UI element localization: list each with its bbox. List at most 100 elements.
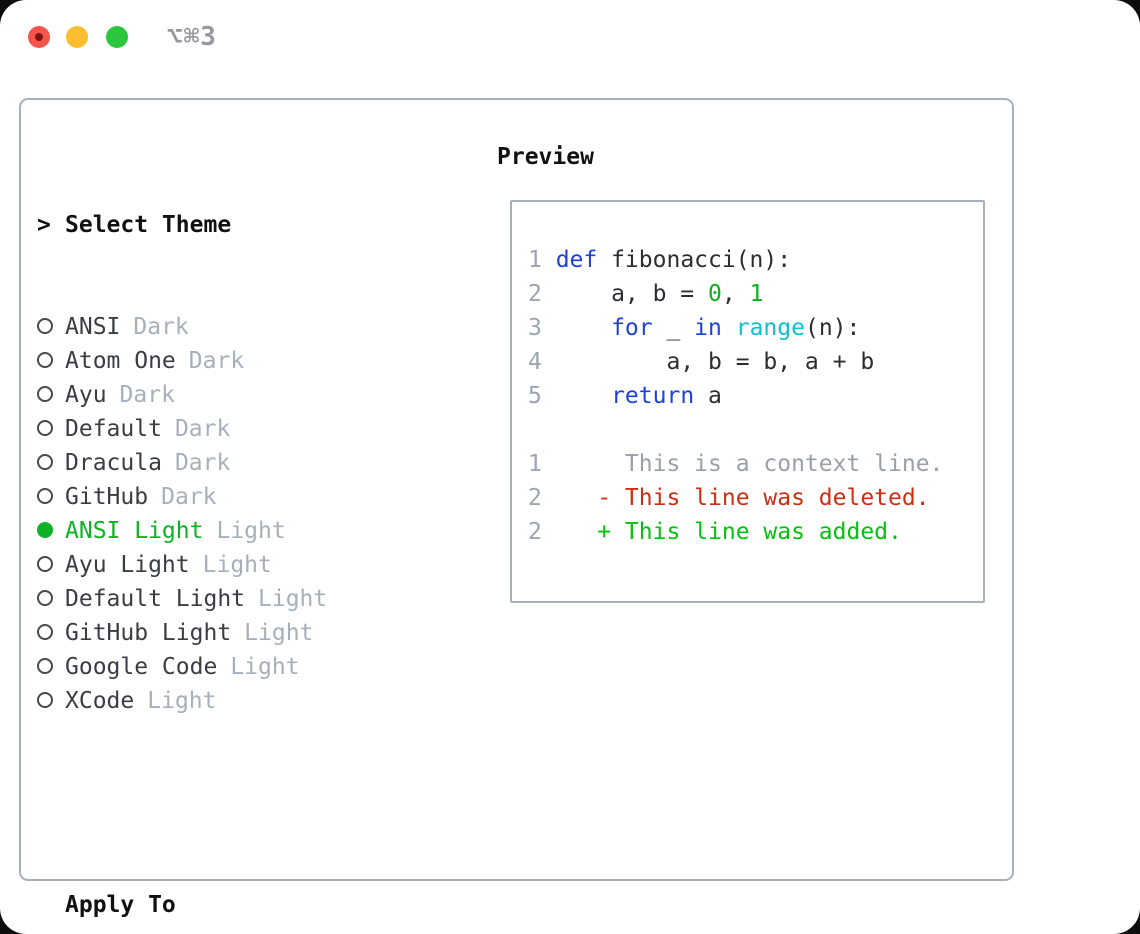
theme-option-ansi[interactable]: ANSI Dark xyxy=(37,310,425,344)
theme-variant-tag: Dark xyxy=(188,348,245,374)
zoom-button[interactable] xyxy=(106,26,128,48)
theme-option-google-code[interactable]: Google Code Light xyxy=(37,650,425,684)
theme-name: Ayu Light xyxy=(65,552,190,578)
code-token: def xyxy=(555,247,598,273)
code-line: 1 def fibonacci(n): xyxy=(528,243,983,277)
line-number: 3 xyxy=(528,315,542,341)
radio-unselected-icon xyxy=(37,310,65,344)
close-button[interactable] xyxy=(28,26,50,48)
radio-unselected-icon xyxy=(37,412,65,446)
line-number: 2 xyxy=(528,519,542,545)
theme-name: ANSI Light xyxy=(65,518,204,544)
code-token: range xyxy=(735,315,805,341)
code-line: 5 return a xyxy=(528,379,983,413)
radio-unselected-icon xyxy=(37,650,65,684)
code-token xyxy=(556,383,611,409)
code-token: (n): xyxy=(804,315,861,341)
code-token: - This line was deleted. xyxy=(597,485,930,511)
theme-variant-tag: Dark xyxy=(119,382,175,408)
code-line: 3 for _ in range(n): xyxy=(528,311,983,345)
preview-title: Preview xyxy=(497,144,594,170)
code-token: in xyxy=(694,315,722,341)
apply-to-title: Apply To xyxy=(65,892,176,918)
theme-name: ANSI xyxy=(65,314,121,340)
theme-variant-tag: Light xyxy=(244,620,314,646)
window-shortcut-label: ⌥⌘3 xyxy=(167,22,217,52)
theme-name: Google Code xyxy=(65,654,218,680)
theme-name: GitHub Light xyxy=(65,620,232,646)
close-dot-icon xyxy=(35,33,43,41)
line-number: 2 xyxy=(528,485,542,511)
select-theme-title: Select Theme xyxy=(65,212,232,238)
theme-variant-tag: Dark xyxy=(174,450,231,476)
spacer xyxy=(37,786,425,820)
code-line: 2 - This line was deleted. xyxy=(528,481,983,515)
theme-variant-tag: Light xyxy=(202,552,272,578)
theme-option-default-light[interactable]: Default Light Light xyxy=(37,582,425,616)
theme-variant-tag: Light xyxy=(216,518,286,544)
code-token xyxy=(556,519,598,545)
theme-option-ansi-light[interactable]: ANSI Light Light xyxy=(37,514,425,548)
code-line xyxy=(528,413,983,447)
code-token: + This line was added. xyxy=(597,519,902,545)
theme-name: Ayu xyxy=(65,382,107,408)
line-number: 4 xyxy=(528,349,542,375)
code-token xyxy=(722,315,736,341)
theme-option-ayu[interactable]: Ayu Dark xyxy=(37,378,425,412)
line-number: 2 xyxy=(528,281,542,307)
radio-unselected-icon xyxy=(37,684,65,718)
theme-option-atom-one[interactable]: Atom One Dark xyxy=(37,344,425,378)
theme-option-dracula[interactable]: Dracula Dark xyxy=(37,446,425,480)
theme-variant-tag: Light xyxy=(230,654,300,680)
code-token: a xyxy=(694,383,722,409)
code-line: 1 This is a context line. xyxy=(528,447,983,481)
theme-variant-tag: Light xyxy=(147,688,217,714)
select-theme-header: > Select Theme xyxy=(37,208,425,242)
radio-unselected-icon xyxy=(37,344,65,378)
code-token: a, b = b, a + b xyxy=(555,349,875,375)
theme-option-github[interactable]: GitHub Dark xyxy=(37,480,425,514)
theme-variant-tag: Dark xyxy=(161,484,217,510)
code-token: for xyxy=(611,315,653,341)
code-token: return xyxy=(611,383,695,409)
theme-variant-tag: Light xyxy=(258,586,328,612)
theme-option-github-light[interactable]: GitHub Light Light xyxy=(37,616,425,650)
line-number: 5 xyxy=(528,383,542,409)
theme-option-ayu-light[interactable]: Ayu Light Light xyxy=(37,548,425,582)
radio-unselected-icon xyxy=(37,582,65,616)
theme-name: XCode xyxy=(65,688,135,714)
title-bar: ⌥⌘3 xyxy=(0,0,1140,74)
radio-unselected-icon xyxy=(37,480,65,514)
code-token: 0 xyxy=(708,281,722,307)
code-token xyxy=(556,315,611,341)
line-number: 1 xyxy=(528,247,542,273)
line-number: 1 xyxy=(528,451,542,477)
theme-name: Dracula xyxy=(65,450,162,476)
theme-option-xcode[interactable]: XCode Light xyxy=(37,684,425,718)
minimize-button[interactable] xyxy=(66,26,88,48)
code-token xyxy=(556,485,598,511)
radio-unselected-icon xyxy=(37,616,65,650)
theme-name: Atom One xyxy=(65,348,176,374)
radio-unselected-icon xyxy=(37,446,65,480)
code-line: 2 + This line was added. xyxy=(528,515,983,549)
code-token: 1 xyxy=(749,281,764,307)
code-line: 2 a, b = 0, 1 xyxy=(528,277,983,311)
radio-unselected-icon xyxy=(37,378,65,412)
code-token: fibonacci(n): xyxy=(597,247,792,273)
code-token: This is a context line. xyxy=(555,451,944,477)
theme-variant-tag: Dark xyxy=(133,314,189,340)
apply-to-header: Apply To xyxy=(37,888,425,922)
code-token: , xyxy=(721,281,750,307)
code-token: a, b = xyxy=(555,281,709,307)
theme-name: GitHub xyxy=(65,484,149,510)
code-token: _ xyxy=(652,315,695,341)
theme-name: Default Light xyxy=(65,586,246,612)
